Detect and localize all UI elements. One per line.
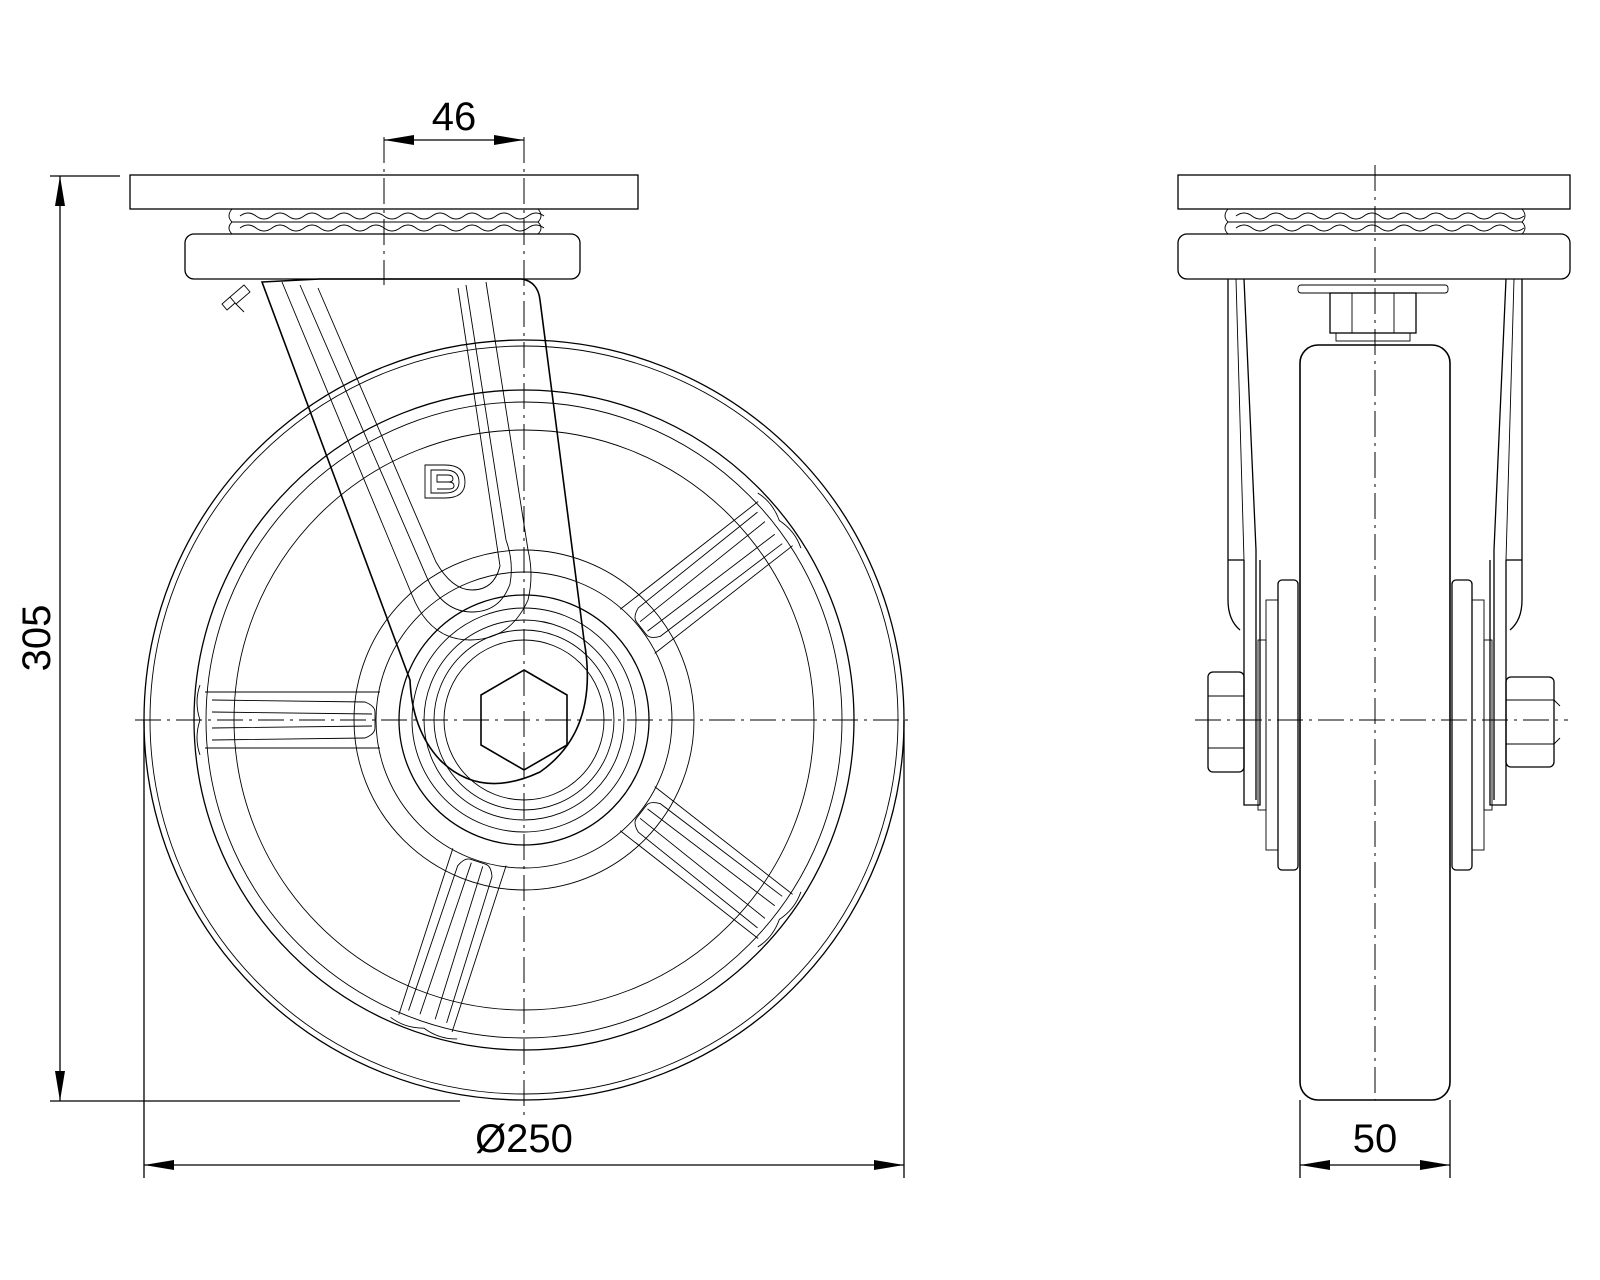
swivel-plate — [184, 233, 581, 280]
swivel-bearing-end — [1224, 208, 1526, 235]
wheel-hub-end — [1257, 579, 1493, 871]
swivel-plate-end — [1177, 233, 1571, 280]
dimension-height-label: 305 — [15, 605, 59, 672]
dimension-wheel-width: 50 — [1299, 1100, 1451, 1178]
top-plate-end — [1177, 174, 1571, 210]
dimension-wheel-diameter-label: Ø250 — [475, 1117, 573, 1161]
end-view — [1177, 165, 1571, 1101]
fork-leg — [260, 278, 589, 785]
top-plate — [129, 174, 639, 210]
brand-logo — [424, 464, 466, 499]
dimension-offset: 46 — [384, 95, 524, 145]
front-view — [129, 137, 912, 1118]
dimension-wheel-diameter: Ø250 — [143, 720, 905, 1178]
dimension-wheel-width-label: 50 — [1353, 1117, 1398, 1161]
dimension-height: 305 — [15, 175, 460, 1102]
axle-bolt-head — [1207, 671, 1245, 773]
swivel-bearing — [228, 208, 545, 235]
axle-nut — [1505, 676, 1561, 768]
kingpin-nut — [1297, 284, 1449, 342]
grease-nipple — [221, 284, 251, 313]
dimension-offset-label: 46 — [432, 95, 477, 139]
